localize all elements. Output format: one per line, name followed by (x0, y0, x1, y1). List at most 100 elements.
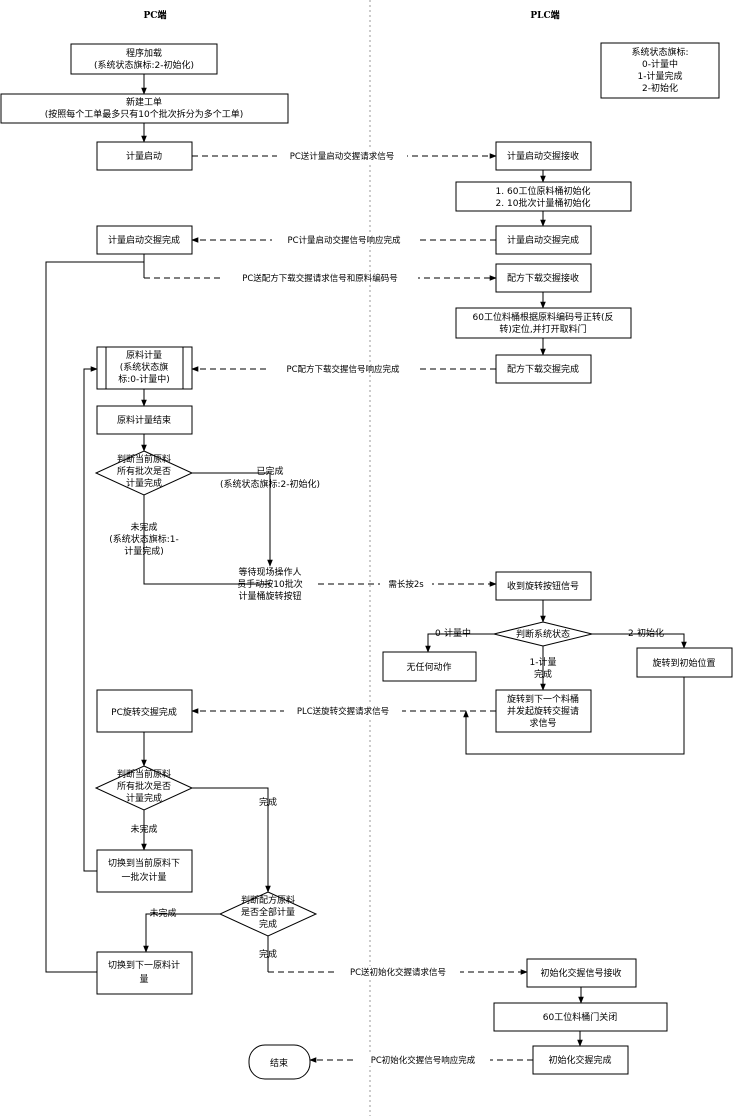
box-plc-door-close: 60工位料桶门关闭 (493, 1002, 668, 1032)
svg-text:判断系统状态: 判断系统状态 (516, 628, 570, 640)
signal-label-4: PC配方下载交握信号响应完成 (286, 364, 400, 375)
box-plc-rotate-next: 旋转到下一个料桶 并发起旋转交握请 求信号 (495, 689, 592, 733)
box-metering-start: 计量启动 (96, 141, 193, 171)
svg-text:计量启动: 计量启动 (126, 150, 162, 162)
box-plc-rotate-init: 旋转到初始位置 (636, 647, 733, 678)
svg-text:切换到当前原料下: 切换到当前原料下 (108, 857, 180, 869)
svg-text:切换到下一原料计: 切换到下一原料计 (108, 959, 180, 971)
svg-text:配方下载交握接收: 配方下载交握接收 (507, 272, 579, 284)
svg-text:计量桶旋转按钮: 计量桶旋转按钮 (238, 590, 301, 602)
svg-text:计量完成: 计量完成 (126, 477, 162, 489)
box-material-metering: 原料计量 (系统状态旗 标:0-计量中) (96, 346, 193, 390)
box-pc-rotate-done: PC旋转交握完成 (96, 689, 193, 733)
svg-text:PC旋转交握完成: PC旋转交握完成 (111, 706, 177, 718)
svg-text:等待现场操作人: 等待现场操作人 (238, 566, 301, 578)
svg-text:(系统状态旗: (系统状态旗 (120, 361, 169, 373)
label-done-2: 完成 (259, 796, 277, 808)
svg-text:计量启动交握完成: 计量启动交握完成 (507, 234, 579, 246)
svg-text:(按照每个工单最多只有10个批次拆分为多个工单): (按照每个工单最多只有10个批次拆分为多个工单) (45, 108, 243, 120)
signal-label-3: PC送配方下载交握请求信号和原料编码号 (242, 273, 398, 284)
signal-label-5: 需长按2s (388, 579, 424, 590)
box-plc-position: 60工位料桶根据原料编码号正转(反 转)定位,并打开取料门 (455, 307, 632, 339)
box-plc-button-recv: 收到旋转按钮信号 (495, 571, 592, 601)
label-status-2: 2-初始化 (628, 627, 664, 639)
label-status-0: 0-计量中 (435, 627, 471, 639)
box-next-batch: 切换到当前原料下 一批次计量 (96, 849, 193, 893)
box-material-metering-end: 原料计量结束 (96, 405, 193, 435)
svg-text:配方下载交握完成: 配方下载交握完成 (507, 363, 579, 375)
box-plc-start-recv: 计量启动交握接收 (495, 141, 592, 171)
box-metering-start-done: 计量启动交握完成 (96, 225, 193, 255)
label-undone-1c: 计量完成) (124, 545, 164, 557)
label-status-1a: 1-计量 (530, 656, 557, 668)
decision-system-status: 判断系统状态 (493, 621, 593, 647)
svg-text:1. 60工位原料桶初始化: 1. 60工位原料桶初始化 (496, 185, 591, 197)
svg-text:60工位料桶门关闭: 60工位料桶门关闭 (543, 1011, 617, 1023)
box-plc-noop: 无任何动作 (382, 651, 477, 682)
legend-line-3: 2-初始化 (642, 82, 678, 94)
box-plc-recipe-recv: 配方下载交握接收 (495, 263, 592, 293)
decision-recipe-complete: 判断配方原料 是否全部计量 完成 (218, 891, 318, 937)
svg-text:量: 量 (139, 974, 148, 985)
svg-text:新建工单: 新建工单 (126, 96, 162, 108)
svg-text:收到旋转按钮信号: 收到旋转按钮信号 (507, 580, 579, 592)
svg-text:是否全部计量: 是否全部计量 (241, 906, 295, 918)
svg-text:程序加载: 程序加载 (126, 47, 162, 59)
svg-text:旋转到下一个料桶: 旋转到下一个料桶 (507, 693, 579, 705)
svg-text:判断当前原料: 判断当前原料 (117, 768, 171, 780)
svg-text:原料计量结束: 原料计量结束 (117, 414, 171, 426)
svg-text:无任何动作: 无任何动作 (406, 661, 451, 673)
svg-text:所有批次是否: 所有批次是否 (117, 465, 171, 477)
box-plc-init: 1. 60工位原料桶初始化 2. 10批次计量桶初始化 (455, 181, 632, 212)
signal-label-2: PC计量启动交握信号响应完成 (287, 235, 401, 246)
box-plc-start-done: 计量启动交握完成 (495, 225, 592, 255)
legend-box: 系统状态旗标: 0-计量中 1-计量完成 2-初始化 (600, 42, 720, 99)
svg-text:判断配方原料: 判断配方原料 (241, 894, 295, 906)
label-undone-1a: 未完成 (130, 521, 157, 533)
signal-label-1: PC送计量启动交握请求信号 (290, 151, 395, 162)
label-undone-1b: (系统状态旗标:1- (109, 533, 179, 545)
svg-text:判断当前原料: 判断当前原料 (117, 453, 171, 465)
legend-line-1: 0-计量中 (642, 58, 678, 70)
svg-text:计量启动交握完成: 计量启动交握完成 (108, 234, 180, 246)
label-done-3: 完成 (259, 948, 277, 960)
loop-next-batch (83, 366, 98, 872)
legend-line-2: 1-计量完成 (638, 70, 683, 82)
svg-text:初始化交握完成: 初始化交握完成 (548, 1054, 611, 1066)
svg-text:求信号: 求信号 (529, 717, 556, 729)
svg-text:一批次计量: 一批次计量 (121, 871, 166, 883)
label-status-1b: 完成 (534, 668, 552, 680)
box-plc-recipe-done: 配方下载交握完成 (495, 354, 592, 384)
header-pc: PC端 (144, 9, 167, 21)
decision-all-batches-2: 判断当前原料 所有批次是否 计量完成 (94, 765, 194, 811)
loop-next-material (45, 261, 144, 973)
label-done-1b: (系统状态旗标:2-初始化) (220, 478, 320, 490)
svg-text:(系统状态旗标:2-初始化): (系统状态旗标:2-初始化) (94, 59, 194, 71)
svg-text:旋转到初始位置: 旋转到初始位置 (652, 657, 715, 669)
svg-text:并发起旋转交握请: 并发起旋转交握请 (507, 705, 579, 717)
svg-text:转)定位,并打开取料门: 转)定位,并打开取料门 (499, 323, 586, 335)
box-program-load: 程序加载 (系统状态旗标:2-初始化) (70, 43, 218, 75)
box-next-material: 切换到下一原料计 量 (96, 951, 193, 995)
box-plc-init-recv: 初始化交握信号接收 (526, 958, 637, 988)
svg-text:结束: 结束 (270, 1057, 288, 1069)
svg-text:初始化交握信号接收: 初始化交握信号接收 (540, 967, 621, 979)
svg-text:2. 10批次计量桶初始化: 2. 10批次计量桶初始化 (496, 197, 591, 209)
label-done-1a: 已完成 (256, 465, 283, 477)
decision-all-batches-1: 判断当前原料 所有批次是否 计量完成 (94, 450, 194, 496)
svg-text:60工位料桶根据原料编码号正转(反: 60工位料桶根据原料编码号正转(反 (473, 311, 614, 323)
legend-line-0: 系统状态旗标: (631, 46, 688, 58)
signal-label-7: PC送初始化交握请求信号 (350, 967, 446, 978)
svg-text:标:0-计量中): 标:0-计量中) (118, 373, 170, 385)
text-wait-operator: 等待现场操作人 员手动按10批次 计量桶旋转按钮 (237, 566, 302, 602)
svg-text:员手动按10批次: 员手动按10批次 (237, 578, 302, 590)
signal-label-6: PLC送旋转交握请求信号 (297, 706, 389, 717)
terminal-end: 结束 (248, 1044, 311, 1080)
svg-text:计量启动交握接收: 计量启动交握接收 (507, 150, 579, 162)
box-plc-init-done: 初始化交握完成 (532, 1045, 629, 1075)
svg-text:原料计量: 原料计量 (126, 349, 162, 361)
label-undone-2: 未完成 (130, 823, 157, 835)
box-new-job: 新建工单 (按照每个工单最多只有10个批次拆分为多个工单) (0, 93, 289, 124)
label-undone-3: 未完成 (149, 907, 176, 919)
